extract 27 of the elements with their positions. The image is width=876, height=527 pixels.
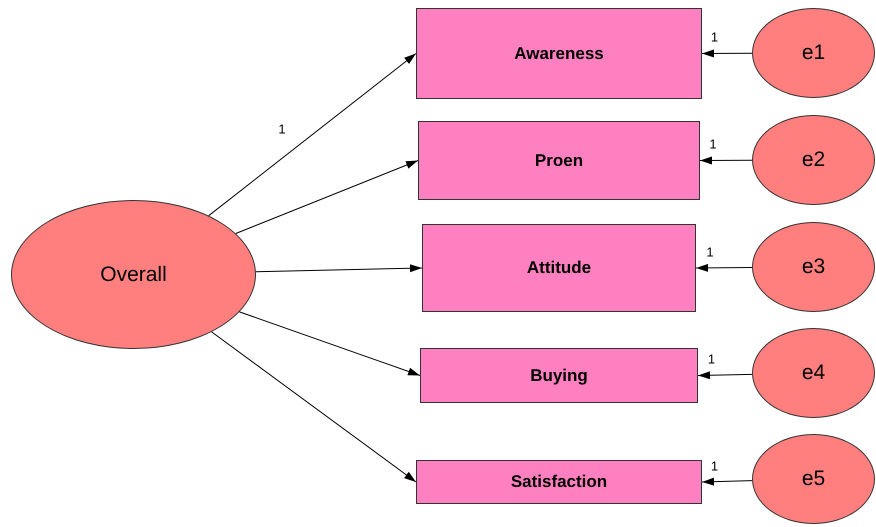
- arrow: [702, 478, 753, 486]
- latent-variable-ellipse: e3: [752, 222, 875, 312]
- edge-label: 1: [705, 245, 715, 258]
- latent-variable-ellipse: Overall: [11, 200, 256, 349]
- observed-variable-box: Proen: [418, 121, 700, 200]
- latent-variable-ellipse: e1: [752, 8, 875, 98]
- observed-variable-box: Satisfaction: [416, 460, 702, 504]
- latent-variable-ellipse: e2: [752, 115, 875, 205]
- observed-variable-box: Attitude: [422, 224, 696, 312]
- arrow: [702, 49, 752, 58]
- arrow: [235, 160, 418, 234]
- arrow: [698, 371, 753, 380]
- latent-variable-ellipse: e5: [752, 434, 875, 524]
- edge-label: 1: [706, 352, 716, 366]
- arrow: [700, 156, 752, 164]
- edge-label: 1: [710, 30, 720, 44]
- arrow: [255, 264, 422, 272]
- latent-variable-ellipse: e4: [752, 328, 875, 418]
- edge-label: 1: [710, 459, 720, 472]
- edge-label: 1: [708, 138, 718, 151]
- arrow: [211, 331, 416, 482]
- arrow: [696, 264, 752, 272]
- arrow: [208, 53, 416, 216]
- edge-label: 1: [277, 122, 287, 136]
- arrow: [238, 311, 420, 376]
- observed-variable-box: Buying: [420, 348, 698, 403]
- observed-variable-box: Awareness: [416, 8, 702, 99]
